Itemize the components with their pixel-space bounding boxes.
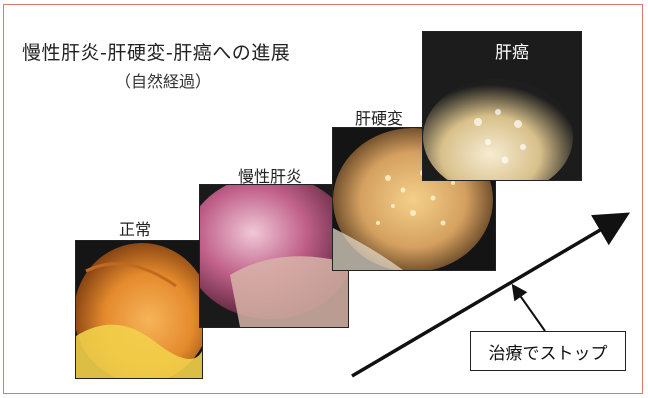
treatment-stop-callout: 治療でストップ [470, 331, 626, 371]
stop-pointer-arrow [514, 287, 545, 331]
